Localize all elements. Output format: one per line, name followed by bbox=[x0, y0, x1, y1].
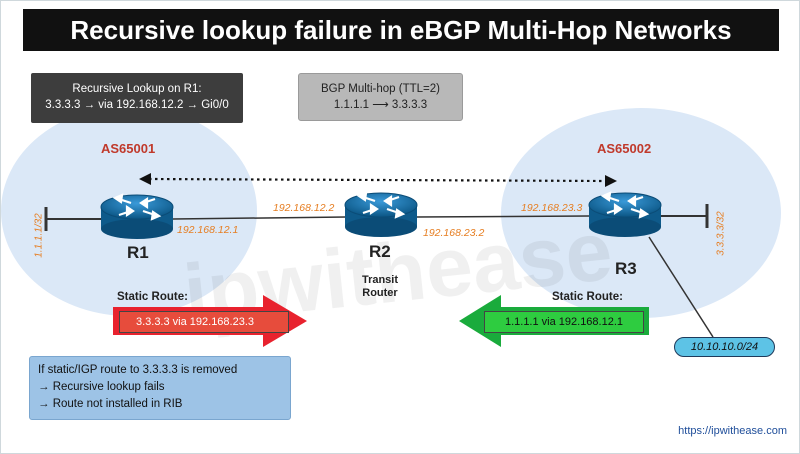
footer-url[interactable]: https://ipwithease.com bbox=[678, 425, 787, 437]
r3-interface-ip: 192.168.23.3 bbox=[521, 202, 583, 214]
info-line-1: If static/IGP route to 3.3.3.3 is remove… bbox=[38, 364, 238, 376]
multihop-arrow-left bbox=[139, 173, 151, 185]
r1-loopback-label: 1.1.1.1/32 bbox=[33, 213, 45, 258]
recursive-lookup-box: Recursive Lookup on R1: 3.3.3.3 → via 19… bbox=[31, 73, 243, 123]
recursive-lookup-path: 3.3.3.3 → via 192.168.12.2 → Gi0/0 bbox=[45, 99, 229, 111]
r2-right-ip: 192.168.23.2 bbox=[423, 227, 485, 239]
r3-loopback-label: 3.3.3.3/32 bbox=[715, 211, 727, 256]
r2-left-ip: 192.168.12.2 bbox=[273, 202, 335, 214]
router-r1-label: R1 bbox=[127, 243, 149, 262]
link-r3-network bbox=[648, 236, 714, 338]
transit-router-label: Transit Router bbox=[361, 274, 399, 299]
as-label-right: AS65002 bbox=[597, 141, 652, 156]
router-r3-label: R3 bbox=[615, 259, 637, 278]
router-r2-label: R2 bbox=[369, 242, 391, 261]
static-route-r1: 3.3.3.3 via 192.168.23.3 bbox=[119, 311, 289, 333]
as-label-left: AS65001 bbox=[101, 141, 156, 156]
bgp-multihop-heading: BGP Multi-hop (TTL=2) bbox=[321, 83, 440, 95]
info-line-2: → Recursive lookup fails bbox=[38, 381, 165, 393]
bgp-multihop-peers: 1.1.1.1 ⟶ 3.3.3.3 bbox=[333, 99, 428, 111]
link-r1-r2 bbox=[172, 216, 347, 220]
r1-interface-ip: 192.168.12.1 bbox=[177, 224, 239, 236]
static-route-label-right: Static Route: bbox=[552, 291, 623, 303]
page-title: Recursive lookup failure in eBGP Multi-H… bbox=[23, 9, 779, 51]
static-route-label-left: Static Route: bbox=[117, 291, 188, 303]
info-box: If static/IGP route to 3.3.3.3 is remove… bbox=[29, 356, 291, 420]
link-r2-r3 bbox=[415, 215, 590, 218]
static-route-r1-text: 3.3.3.3 via 192.168.23.3 bbox=[135, 316, 255, 328]
network-pill: 10.10.10.0/24 bbox=[674, 337, 775, 357]
multihop-session-line bbox=[148, 177, 608, 183]
router-r1-icon[interactable] bbox=[99, 193, 175, 241]
bgp-multihop-box: BGP Multi-hop (TTL=2) 1.1.1.1 ⟶ 3.3.3.3 bbox=[298, 73, 463, 121]
multihop-arrow-right bbox=[605, 175, 617, 187]
recursive-lookup-heading: Recursive Lookup on R1: bbox=[72, 83, 202, 95]
router-r2-icon[interactable] bbox=[343, 191, 419, 239]
info-line-3: → Route not installed in RIB bbox=[38, 398, 183, 410]
static-route-r3: 1.1.1.1 via 192.168.12.1 bbox=[484, 311, 644, 333]
router-r3-icon[interactable] bbox=[587, 191, 663, 239]
